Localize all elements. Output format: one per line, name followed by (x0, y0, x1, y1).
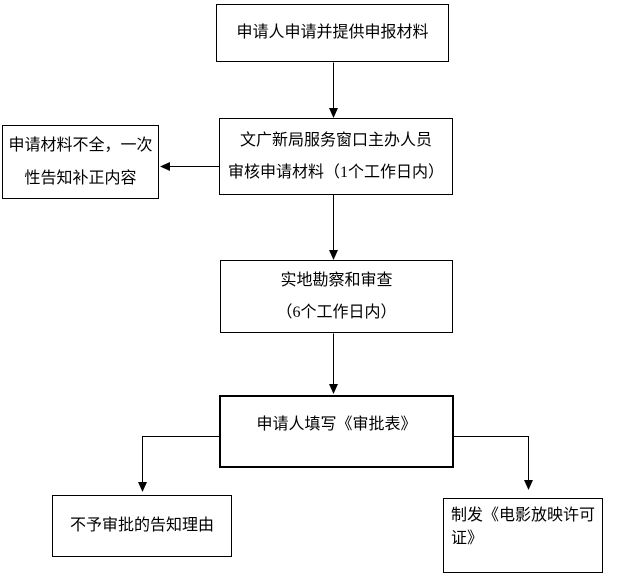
flow-node-survey-label-line1: 实地勘察和审查 (280, 271, 393, 289)
flow-node-start: 申请人申请并提供申报材料 (216, 4, 449, 62)
flow-node-start-label: 申请人申请并提供申报材料 (236, 24, 429, 41)
flow-node-survey-label-line2: （6个工作日内） (276, 303, 397, 321)
arrow-fill-form-to-issue (454, 436, 533, 490)
flow-node-notify-label-line2: 性告知补正内容 (24, 170, 137, 187)
arrow-fill-form-to-reject (138, 436, 219, 492)
flow-node-reject-reason: 不予审批的告知理由 (52, 495, 232, 557)
flow-node-review-label-line2: 审核申请材料（1个工作日内） (227, 163, 444, 181)
flow-node-review: 文广新局服务窗口主办人员 审核申请材料（1个工作日内） (219, 118, 453, 195)
flow-node-reject-label: 不予审批的告知理由 (69, 517, 214, 534)
flow-node-issue-license: 制发《电影放映许可 证》 (443, 498, 603, 573)
arrow-start-to-review (329, 62, 338, 118)
arrow-survey-to-fill-form (329, 333, 338, 394)
flow-node-fill-label: 申请人填写《审批表》 (256, 415, 417, 433)
flow-node-fill-approval-form: 申请人填写《审批表》 (219, 395, 454, 468)
arrow-review-to-survey (329, 195, 338, 260)
arrow-review-to-notify (160, 162, 219, 171)
flow-node-notify-label-line1: 申请材料不全，一次 (8, 137, 153, 154)
flow-node-issue-label-line1: 制发《电影放映许可 (451, 507, 596, 524)
flow-node-site-survey: 实地勘察和审查 （6个工作日内） (220, 260, 453, 333)
flow-node-issue-label-line2: 证》 (451, 530, 484, 547)
flow-node-review-label-line1: 文广新局服务窗口主办人员 (239, 131, 432, 149)
flow-node-notify-correction: 申请材料不全，一次 性告知补正内容 (2, 125, 159, 199)
